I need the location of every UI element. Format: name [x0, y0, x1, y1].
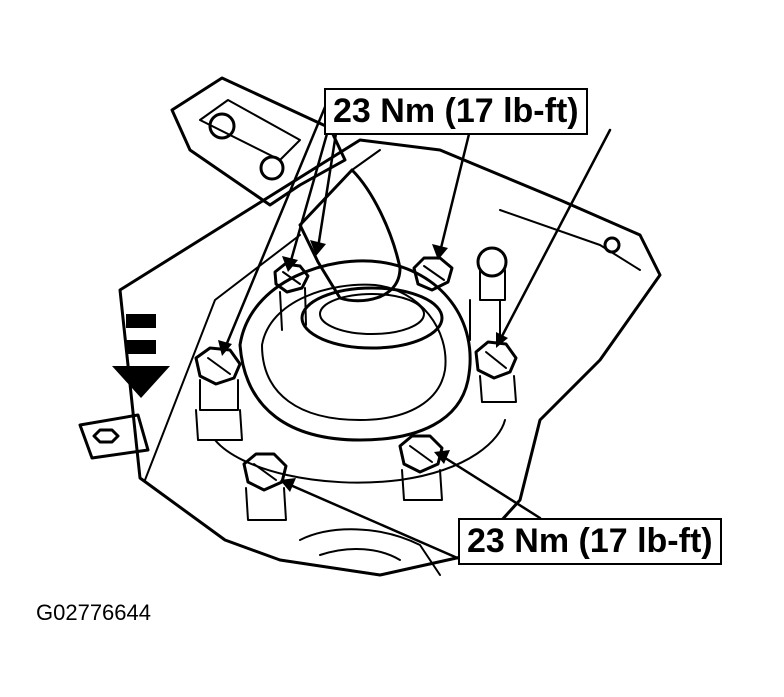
hex-bolt-icon — [412, 246, 508, 301]
hex-bolt-icon — [398, 434, 444, 501]
leader-lines-bottom — [286, 454, 542, 562]
leader-arrowheads — [218, 240, 508, 492]
hex-bolt-icon — [194, 346, 243, 441]
base-plate — [118, 138, 662, 577]
hex-bolt-icon — [242, 452, 288, 521]
hex-bolt-icon — [469, 299, 518, 403]
side-tab — [78, 413, 150, 460]
lower-linkage — [299, 528, 441, 576]
shift-housing-dome — [214, 259, 506, 484]
mounting-bracket — [170, 76, 347, 207]
figure-code: G02776644 — [36, 600, 151, 625]
down-arrow-icon — [112, 314, 170, 398]
shift-lever — [298, 149, 402, 303]
torque-callout-top: 23 Nm (17 lb-ft) — [324, 88, 588, 135]
torque-callout-bottom: 23 Nm (17 lb-ft) — [458, 518, 722, 565]
